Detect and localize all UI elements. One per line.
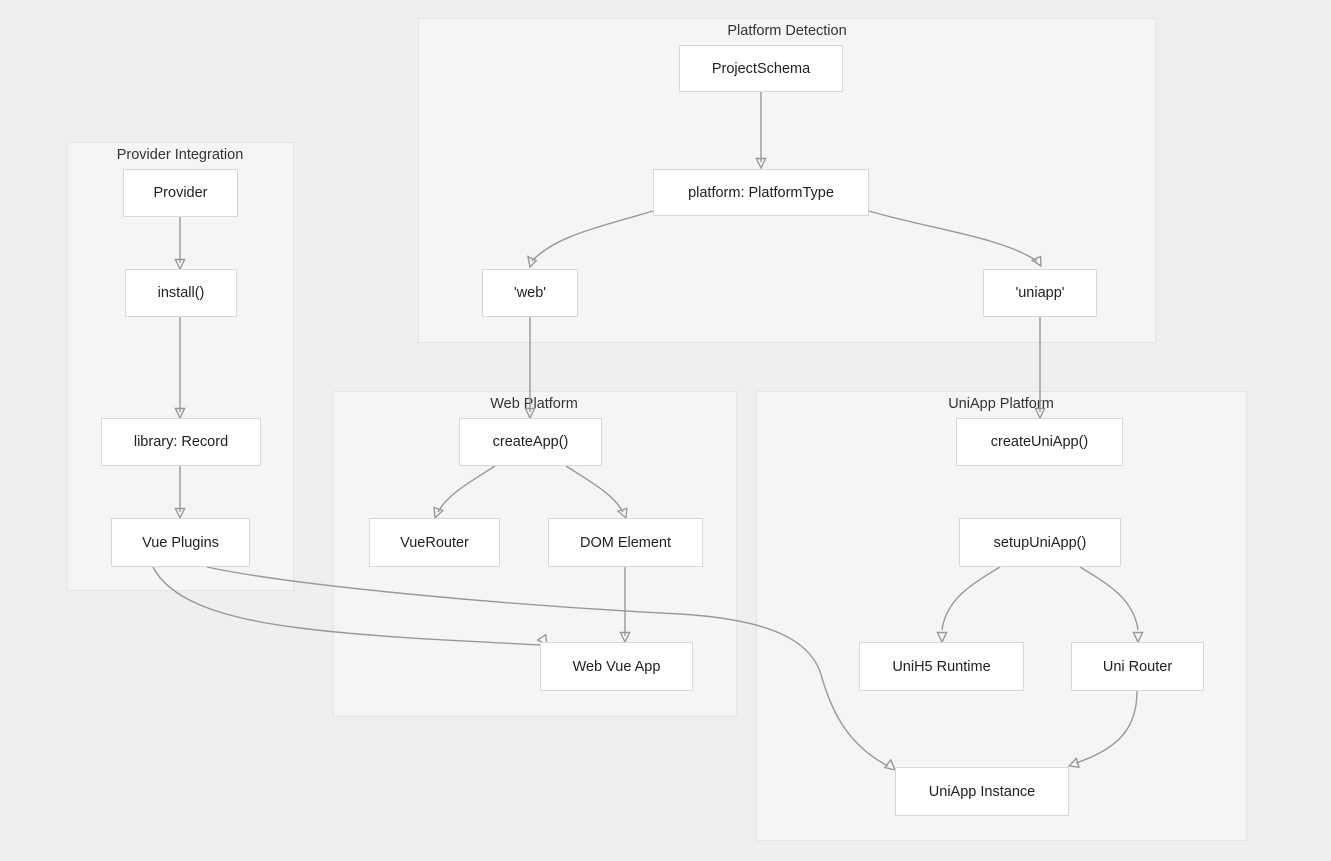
node-uni-router[interactable]: Uni Router bbox=[1071, 642, 1204, 691]
node-label: platform: PlatformType bbox=[688, 184, 834, 201]
cluster-label-web-platform: Web Platform bbox=[490, 396, 578, 412]
node-label: VueRouter bbox=[400, 534, 469, 551]
node-label: ProjectSchema bbox=[711, 60, 811, 77]
node-vue-router[interactable]: VueRouter bbox=[369, 518, 500, 567]
node-label: UniH5 Runtime bbox=[892, 658, 991, 675]
node-create-uni-app[interactable]: createUniApp() bbox=[956, 418, 1123, 466]
node-install[interactable]: install() bbox=[125, 269, 237, 317]
node-label: createUniApp() bbox=[990, 434, 1089, 450]
node-platform-type[interactable]: platform: PlatformType bbox=[653, 169, 869, 216]
node-label: library: Record bbox=[133, 434, 229, 450]
node-label: setupUniApp() bbox=[993, 534, 1087, 551]
node-unih5-runtime[interactable]: UniH5 Runtime bbox=[859, 642, 1024, 691]
node-label: Vue Plugins bbox=[142, 534, 219, 551]
node-label: install() bbox=[157, 285, 205, 301]
node-provider[interactable]: Provider bbox=[123, 169, 238, 217]
node-library-record[interactable]: library: Record bbox=[101, 418, 261, 466]
node-dom-element[interactable]: DOM Element bbox=[548, 518, 703, 567]
cluster-label-uniapp-platform: UniApp Platform bbox=[948, 396, 1054, 412]
node-project-schema[interactable]: ProjectSchema bbox=[679, 45, 843, 92]
node-label: DOM Element bbox=[579, 534, 672, 551]
node-label: createApp() bbox=[492, 434, 569, 450]
cluster-label-provider-integration: Provider Integration bbox=[116, 147, 244, 163]
node-label: 'uniapp' bbox=[1015, 285, 1065, 301]
node-setup-uni-app[interactable]: setupUniApp() bbox=[959, 518, 1121, 567]
node-web-vue-app[interactable]: Web Vue App bbox=[540, 642, 693, 691]
node-vue-plugins[interactable]: Vue Plugins bbox=[111, 518, 250, 567]
node-label: UniApp Instance bbox=[928, 783, 1036, 800]
node-uniapp-instance[interactable]: UniApp Instance bbox=[895, 767, 1069, 816]
node-label: Provider bbox=[153, 185, 208, 201]
node-create-app[interactable]: createApp() bbox=[459, 418, 602, 466]
node-label: 'web' bbox=[513, 285, 547, 301]
node-uniapp-literal[interactable]: 'uniapp' bbox=[983, 269, 1097, 317]
cluster-label-platform-detection: Platform Detection bbox=[727, 23, 847, 39]
node-label: Uni Router bbox=[1102, 658, 1173, 675]
node-label: Web Vue App bbox=[572, 658, 661, 675]
node-web-literal[interactable]: 'web' bbox=[482, 269, 578, 317]
